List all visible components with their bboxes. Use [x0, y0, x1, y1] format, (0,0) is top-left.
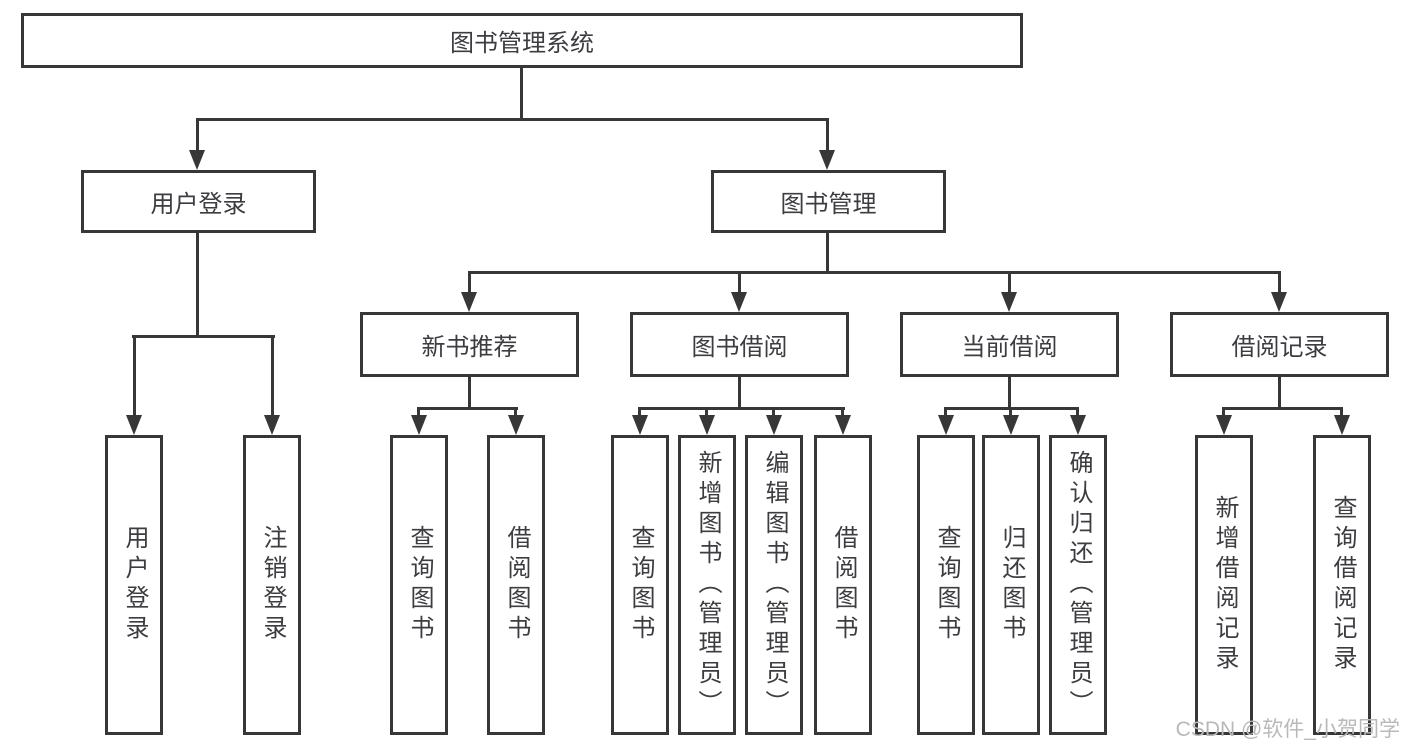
leaf-edit-book-admin: 编辑图书（管理员）	[745, 435, 803, 735]
connector-leaf-stub	[1222, 410, 1225, 415]
leaf-query-books-current: 查询图书	[917, 435, 975, 735]
connector-subtree-stem	[468, 377, 471, 407]
node-book-borrowing: 图书借阅	[630, 312, 849, 377]
leaf-label: 归还图书	[998, 525, 1025, 645]
arrow-down-icon	[1003, 415, 1019, 435]
leaf-borrow-books-recommend: 借阅图书	[487, 435, 545, 735]
leaf-query-borrow-record: 查询借阅记录	[1313, 435, 1371, 735]
leaf-label: 新增借阅记录	[1211, 495, 1238, 675]
connector-book-stem	[826, 233, 829, 271]
node-book-management: 图书管理	[711, 170, 946, 233]
leaf-add-borrow-record: 新增借阅记录	[1195, 435, 1253, 735]
arrow-down-icon	[938, 415, 954, 435]
arrow-down-icon	[508, 415, 524, 435]
connector-subtree-stem	[1278, 377, 1281, 407]
connector-level3-stub	[738, 274, 741, 292]
node-label: 借阅记录	[1231, 334, 1328, 361]
leaf-label: 编辑图书（管理员）	[761, 450, 788, 720]
arrow-down-icon	[632, 415, 648, 435]
leaf-borrow-books: 借阅图书	[814, 435, 872, 735]
leaf-label: 确认归还（管理员）	[1065, 450, 1092, 720]
node-label: 新书推荐	[421, 334, 518, 361]
connector-leaf-stub	[1076, 410, 1079, 415]
node-library-system: 图书管理系统	[21, 13, 1023, 68]
node-new-book-recommendation: 新书推荐	[360, 312, 579, 377]
connector-leaf-stub	[705, 410, 708, 415]
leaf-user-login: 用户登录	[105, 435, 163, 735]
connector-leaf-stub	[638, 410, 641, 415]
leaf-confirm-return-admin: 确认归还（管理员）	[1049, 435, 1107, 735]
leaf-return-books: 归还图书	[982, 435, 1040, 735]
arrow-down-icon	[1070, 415, 1086, 435]
connector-level3-stub	[1008, 274, 1011, 292]
node-current-borrowing: 当前借阅	[900, 312, 1119, 377]
connector-subtree-stem	[738, 377, 741, 407]
arrow-down-icon	[461, 292, 477, 312]
connector-leaf-stub	[1009, 410, 1012, 415]
connector-book-mgmt-stub	[826, 121, 829, 152]
connector-leaf-stub	[417, 410, 420, 415]
connector-leaf-stub	[514, 410, 517, 415]
connector-subtree-stem	[1008, 377, 1011, 407]
watermark: CSDN @软件_小贺同学	[1175, 718, 1400, 741]
connector-subtree-branch	[944, 407, 1079, 410]
connector-leaf-stub	[944, 410, 947, 415]
node-user-login: 用户登录	[81, 170, 316, 233]
arrow-down-icon	[1271, 292, 1287, 312]
arrow-down-icon	[264, 415, 280, 435]
node-label: 图书管理系统	[450, 30, 594, 57]
leaf-logout-login: 注销登录	[243, 435, 301, 735]
leaf-label: 查询图书	[627, 525, 654, 645]
arrow-down-icon	[1216, 415, 1232, 435]
connector-level3-branch	[468, 271, 1281, 274]
connector-leaf-stub	[1340, 410, 1343, 415]
node-borrowing-records: 借阅记录	[1170, 312, 1389, 377]
connector-subtree-branch	[417, 407, 518, 410]
connector-root-stem	[520, 68, 523, 118]
arrow-down-icon	[819, 150, 835, 170]
leaf-add-book-admin: 新增图书（管理员）	[678, 435, 736, 735]
arrow-down-icon	[835, 415, 851, 435]
leaf-label: 查询图书	[933, 525, 960, 645]
leaf-query-books-recommend: 查询图书	[390, 435, 448, 735]
arrow-down-icon	[189, 150, 205, 170]
arrow-down-icon	[126, 415, 142, 435]
connector-subtree-branch	[638, 407, 845, 410]
node-label: 图书管理	[780, 191, 877, 218]
leaf-label: 新增图书（管理员）	[694, 450, 721, 720]
node-label: 图书借阅	[691, 334, 788, 361]
node-label: 用户登录	[150, 191, 247, 218]
leaf-query-books-borrowing: 查询图书	[611, 435, 669, 735]
leaf-label: 借阅图书	[503, 525, 530, 645]
leaf-label: 借阅图书	[830, 525, 857, 645]
arrow-down-icon	[731, 292, 747, 312]
node-label: 当前借阅	[961, 334, 1058, 361]
connector-user-login-stub	[196, 121, 199, 152]
arrow-down-icon	[1001, 292, 1017, 312]
connector-level3-stub	[1278, 274, 1281, 292]
connector-level3-stub	[468, 274, 471, 292]
connector-leaf-stub	[772, 410, 775, 415]
leaf-label: 注销登录	[259, 525, 286, 645]
arrow-down-icon	[1334, 415, 1350, 435]
connector-user-stem	[196, 233, 199, 335]
leaf-label: 用户登录	[121, 525, 148, 645]
connector-leaf-stub	[271, 338, 274, 415]
connector-leaf-stub	[133, 338, 136, 415]
leaf-label: 查询借阅记录	[1329, 495, 1356, 675]
connector-subtree-branch	[1222, 407, 1343, 410]
connector-level2-branch	[196, 118, 829, 121]
connector-leaf-stub	[841, 410, 844, 415]
leaf-label: 查询图书	[406, 525, 433, 645]
connector-user-branch	[132, 335, 275, 338]
arrow-down-icon	[411, 415, 427, 435]
arrow-down-icon	[699, 415, 715, 435]
arrow-down-icon	[766, 415, 782, 435]
